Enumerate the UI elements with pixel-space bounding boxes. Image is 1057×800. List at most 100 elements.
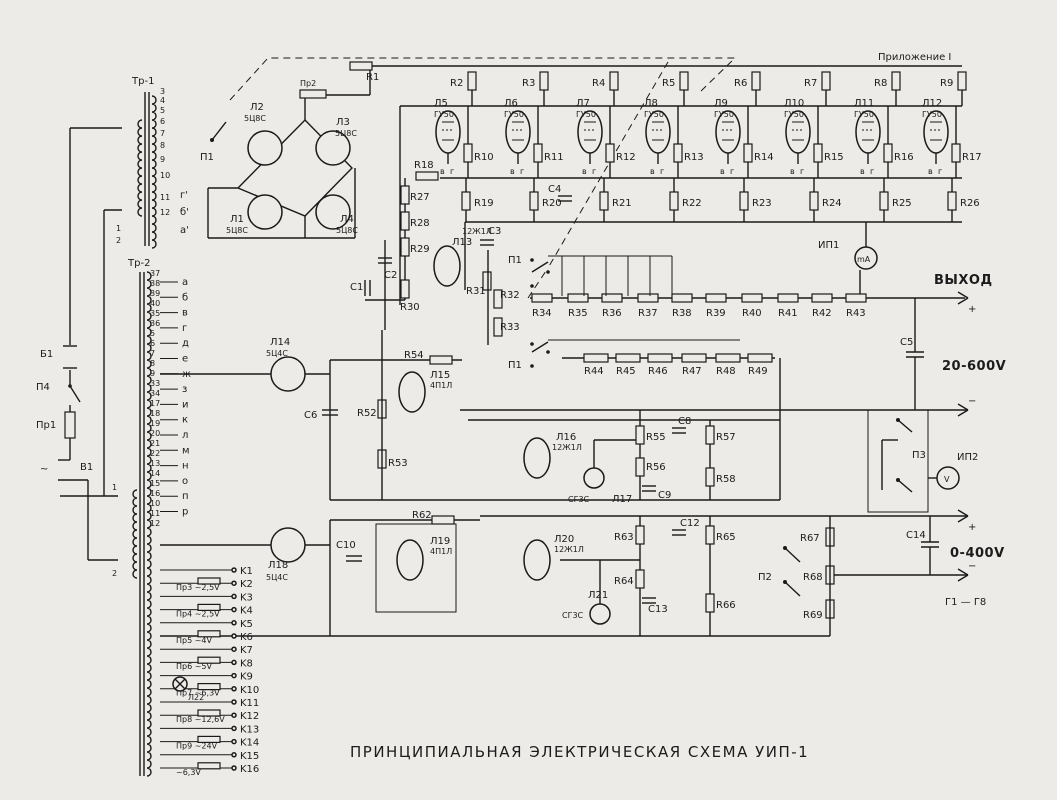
contact-label: K8 bbox=[240, 658, 253, 669]
resistor-r18 bbox=[415, 171, 439, 181]
tr2-pin-label: 33 bbox=[150, 379, 160, 388]
output-terminal-low-plus bbox=[480, 509, 969, 523]
milliammeter-ip1-unit: mA bbox=[857, 255, 871, 264]
resistor-r57 bbox=[705, 425, 715, 445]
tr2-letter: з bbox=[182, 384, 187, 395]
resistor-r20-label: R20 bbox=[542, 198, 562, 209]
resistor-r8-label: R8 bbox=[874, 78, 887, 89]
resistor-r7-label: R7 bbox=[804, 78, 817, 89]
resistor-r43 bbox=[845, 293, 867, 303]
resistor-r6 bbox=[751, 71, 761, 91]
contact-label: K3 bbox=[240, 592, 253, 603]
resistor-r5-label: R5 bbox=[662, 78, 675, 89]
rectifier-l1 bbox=[247, 194, 283, 230]
contact-label: K10 bbox=[240, 685, 259, 696]
resistor-r69-label: R69 bbox=[803, 610, 823, 621]
control-tube-l15-ref: Л15 bbox=[430, 370, 450, 381]
resistor-r44 bbox=[583, 353, 609, 363]
tube-pin-g: г bbox=[730, 167, 734, 176]
capacitor-c10-label: C10 bbox=[336, 540, 356, 551]
resistor-r26 bbox=[947, 191, 957, 211]
resistor-r3 bbox=[539, 71, 549, 91]
tr2-pin-label: 8 bbox=[150, 359, 155, 368]
rectifier-l1-ref: Л1 bbox=[230, 214, 244, 225]
switch-p4-label: П4 bbox=[36, 382, 50, 393]
fuse-pr1 bbox=[64, 411, 76, 439]
tr2-pin-label: 1 bbox=[112, 483, 117, 492]
contact-label: K2 bbox=[240, 579, 253, 590]
output-tube-ref: Л5 bbox=[434, 98, 448, 109]
resistor-r13 bbox=[673, 143, 683, 163]
resistor-r4 bbox=[609, 71, 619, 91]
tr2-core bbox=[139, 272, 145, 776]
tr2-pin-label: 22 bbox=[150, 449, 160, 458]
mechanical-linkage-2 bbox=[547, 61, 669, 269]
resistor-r10-label: R10 bbox=[474, 152, 494, 163]
control-tube-l16 bbox=[523, 437, 551, 479]
tr2-secondary-winding bbox=[146, 271, 152, 777]
contact-label: K5 bbox=[240, 619, 253, 630]
filament-fuse-label: Пр4 ~2,5V bbox=[176, 609, 220, 618]
tube-pin-g: г bbox=[450, 167, 454, 176]
rectifier-l1-type: 5Ц8С bbox=[226, 226, 248, 235]
tr2-letter: и bbox=[182, 399, 189, 410]
capacitor-c4 bbox=[480, 239, 494, 246]
resistor-r64-label: R64 bbox=[614, 576, 634, 587]
tr1-tap-a: а' bbox=[180, 225, 189, 236]
resistor-r40 bbox=[741, 293, 763, 303]
tr2-letter: к bbox=[182, 415, 188, 426]
switch-v1-label: В1 bbox=[80, 462, 93, 473]
mechanical-linkage-3 bbox=[527, 267, 549, 299]
tr2-pin-label: 39 bbox=[150, 289, 160, 298]
capacitor-c4-label: C3 bbox=[488, 226, 501, 237]
contact-label: K12 bbox=[240, 711, 259, 722]
tube-pin-g: г bbox=[800, 167, 804, 176]
resistor-r12-label: R12 bbox=[616, 152, 636, 163]
resistor-r58-label: R58 bbox=[716, 474, 736, 485]
resistor-r28-label: R28 bbox=[410, 218, 430, 229]
rectifier-l4-ref: Л4 bbox=[340, 214, 354, 225]
filament-fuse-label: ~6,3V bbox=[176, 768, 201, 777]
switch-b1 bbox=[63, 345, 77, 369]
tr2-label: Тр-2 bbox=[127, 258, 150, 269]
tr1-pin-label: 3 bbox=[160, 87, 165, 96]
control-tube-l20 bbox=[523, 539, 551, 581]
tube-pin-v: в bbox=[928, 167, 933, 176]
tr2-pin-label: 13 bbox=[150, 459, 160, 468]
resistor-r1-label: R1 bbox=[366, 72, 379, 83]
lamp-l22-label: Л22 bbox=[188, 693, 204, 702]
output-tube-type: ГУ50 bbox=[434, 110, 454, 119]
resistor-r4-label: R4 bbox=[592, 78, 605, 89]
tr2-pin-label: 6 bbox=[150, 339, 155, 348]
capacitor-c14 bbox=[921, 516, 939, 575]
fuse-pr1-label: Пр1 bbox=[36, 420, 56, 431]
tr2-primary-winding bbox=[132, 489, 138, 579]
resistor-r49 bbox=[747, 353, 773, 363]
schematic-title: ПРИНЦИПИАЛЬНАЯ ЭЛЕКТРИЧЕСКАЯ СХЕМА УИП-1 bbox=[350, 743, 809, 761]
tr2-pin-label: 34 bbox=[150, 389, 160, 398]
l18-wiring bbox=[160, 519, 830, 637]
tr2-letter: г bbox=[182, 323, 187, 334]
tr2-letter: б bbox=[182, 292, 188, 303]
output-tube-type: ГУ50 bbox=[784, 110, 804, 119]
switch-b1-label: Б1 bbox=[40, 349, 53, 360]
resistor-r49-label: R49 bbox=[748, 366, 768, 377]
output-minus-low: − bbox=[968, 561, 976, 572]
tube-pin-v: в bbox=[440, 167, 445, 176]
resistor-r35-label: R35 bbox=[568, 308, 588, 319]
capacitor-c5-label: C5 bbox=[900, 337, 913, 348]
resistor-r2 bbox=[467, 71, 477, 91]
contact-label: K4 bbox=[240, 606, 253, 617]
resistor-r22-label: R22 bbox=[682, 198, 702, 209]
resistor-r55-label: R55 bbox=[646, 432, 666, 443]
resistor-r24-label: R24 bbox=[822, 198, 842, 209]
resistor-r38-label: R38 bbox=[672, 308, 692, 319]
resistor-r68-label: R68 bbox=[803, 572, 823, 583]
tube-pin-v: в bbox=[720, 167, 725, 176]
tube-pin-g: г bbox=[520, 167, 524, 176]
filament-fuse bbox=[197, 630, 221, 638]
